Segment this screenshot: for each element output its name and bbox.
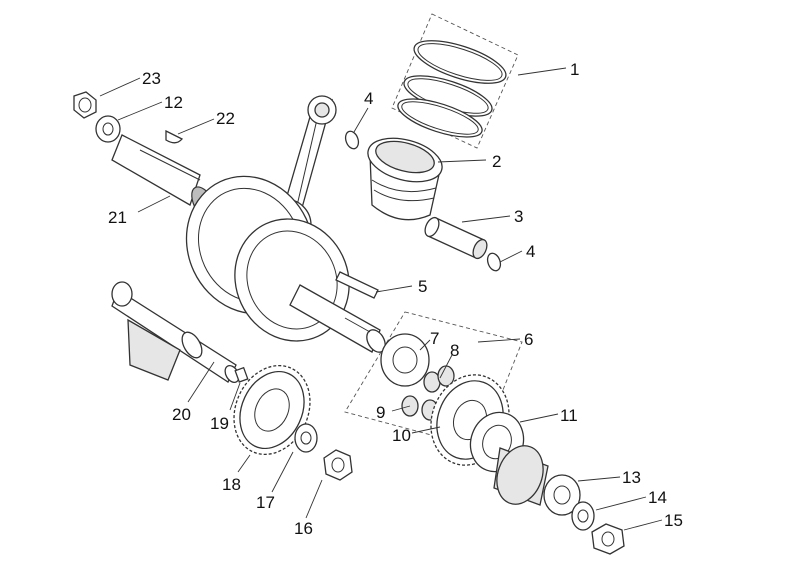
nut-15 [591, 523, 625, 555]
balancer-gear [233, 364, 311, 456]
leader-lines [99, 67, 663, 531]
callout-22: 22 [216, 109, 235, 128]
nut-16 [323, 449, 353, 481]
callout-labels: 1 2 3 4 4 5 6 7 8 9 10 11 12 13 14 15 16… [108, 60, 683, 538]
callout-23: 23 [142, 69, 161, 88]
washer-12 [95, 115, 121, 143]
piston-pin [424, 216, 488, 260]
drive-gear-assembly [344, 311, 523, 466]
washer-14 [571, 501, 595, 531]
callout-1: 1 [570, 60, 579, 79]
half-moon-key [165, 129, 184, 144]
callout-12: 12 [164, 93, 183, 112]
key-19 [234, 366, 249, 383]
callout-20: 20 [172, 405, 191, 424]
callout-19: 19 [210, 414, 229, 433]
callout-6: 6 [524, 330, 533, 349]
callout-17: 17 [256, 493, 275, 512]
piston-ring-set [391, 13, 519, 149]
callout-13: 13 [622, 468, 641, 487]
callout-5: 5 [418, 277, 427, 296]
callout-4-upper: 4 [364, 89, 373, 108]
piston [367, 137, 443, 221]
callout-8: 8 [450, 341, 459, 360]
crankshaft [111, 134, 386, 353]
callout-15: 15 [664, 511, 683, 530]
callout-14: 14 [648, 488, 667, 507]
balancer-shaft [111, 281, 240, 384]
callout-18: 18 [222, 475, 241, 494]
washer-17 [294, 423, 318, 453]
circlip-upper [344, 130, 360, 150]
callout-21: 21 [108, 208, 127, 227]
callout-9: 9 [376, 403, 385, 422]
callout-4-lower: 4 [526, 242, 535, 261]
spacer-13 [543, 474, 581, 516]
callout-7: 7 [430, 329, 439, 348]
callout-11: 11 [560, 406, 578, 425]
callout-10: 10 [392, 426, 411, 445]
nut-23 [73, 91, 97, 119]
key [335, 271, 379, 299]
primary-gear [493, 445, 549, 506]
callout-2: 2 [492, 152, 501, 171]
callout-3: 3 [514, 207, 523, 226]
circlip-lower [486, 252, 502, 272]
callout-16: 16 [294, 519, 313, 538]
